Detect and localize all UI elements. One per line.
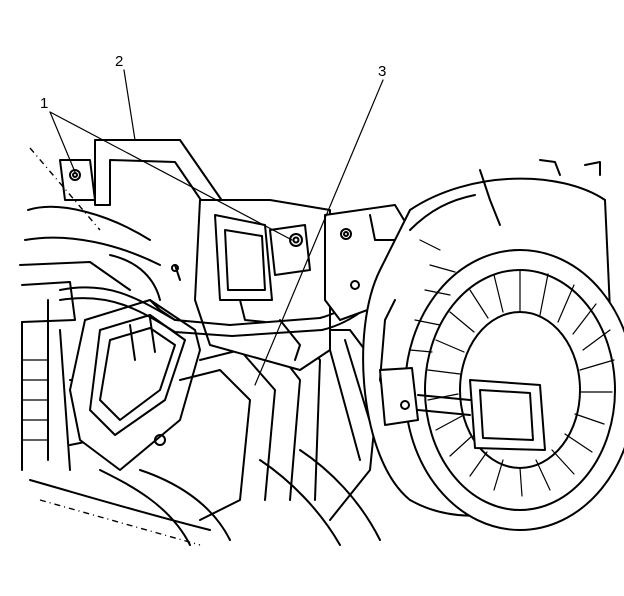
hvac-housing [19, 147, 211, 546]
callout-3: 3 [378, 63, 386, 80]
motor-connector [379, 367, 546, 451]
callout-2: 2 [115, 53, 123, 70]
leader-lines [49, 69, 384, 386]
callout-1: 1 [40, 95, 48, 112]
mounting-plate [171, 199, 331, 371]
blower-motor-control-module [69, 299, 201, 471]
